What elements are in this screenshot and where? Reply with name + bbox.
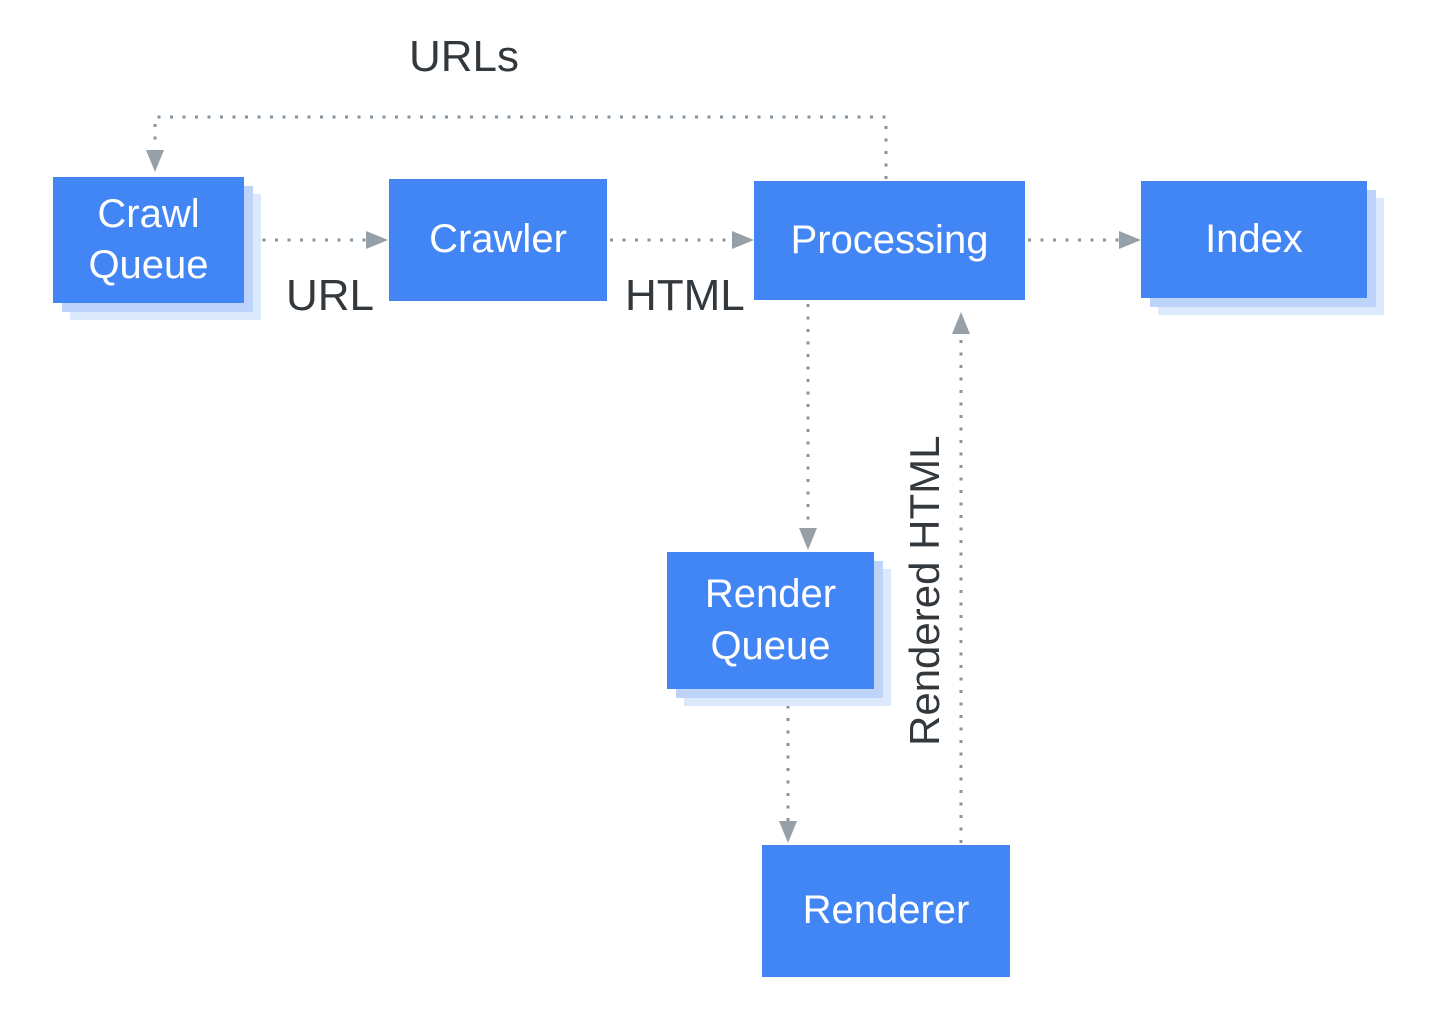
node-label-processing: Processing [790, 217, 989, 262]
edge-label-urls: URLs [409, 32, 520, 81]
arrowhead-into-renderer [779, 821, 797, 843]
node-label-index: Index [1205, 216, 1303, 261]
node-crawler: Crawler [389, 179, 607, 301]
edge-label-rendered-html: Rendered HTML [901, 435, 948, 746]
node-label-crawler: Crawler [429, 217, 567, 262]
node-renderer: Renderer [762, 845, 1010, 977]
arrowhead-into-index [1119, 231, 1141, 249]
arrowhead-into-render-queue [799, 528, 817, 550]
arrowhead-into-crawl-queue [146, 150, 164, 172]
arrowhead-into-processing [732, 231, 754, 249]
edge-label-html: HTML [625, 271, 745, 320]
arrowhead-up-into-processing [952, 312, 970, 334]
node-label-crawl-queue: Crawl Queue [88, 191, 209, 287]
edge-label-url: URL [286, 271, 375, 320]
node-render-queue: Render Queue [667, 552, 874, 689]
connector-processing-to-crawl-queue [153, 115, 888, 179]
node-processing: Processing [754, 181, 1025, 300]
node-index: Index [1141, 181, 1367, 298]
arrowhead-into-crawler [366, 231, 388, 249]
node-crawl-queue: Crawl Queue [53, 177, 244, 303]
node-label-render-queue: Render Queue [704, 572, 837, 668]
node-label-renderer: Renderer [802, 888, 970, 933]
